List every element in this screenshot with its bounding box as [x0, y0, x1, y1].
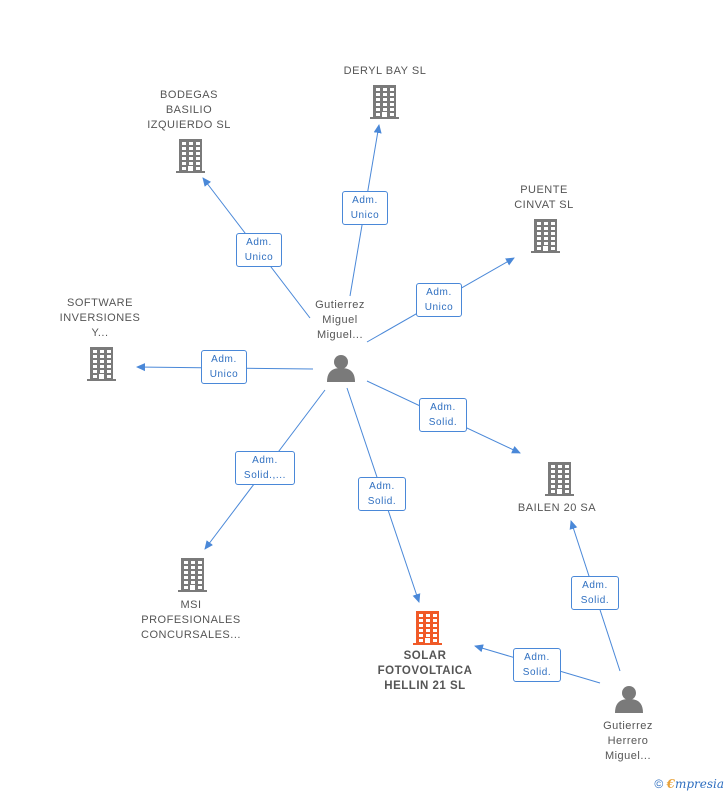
edge-label-line: Adm. — [246, 237, 272, 248]
label-line: SOFTWARE — [67, 297, 133, 309]
node-label-center-person[interactable]: Gutierrez Miguel Miguel... — [290, 298, 390, 343]
label-line: PROFESIONALES — [141, 614, 241, 626]
edge-label-line: Adm. — [352, 195, 378, 206]
edge-label-line: Adm. — [211, 354, 237, 365]
brand-name: mpresia — [674, 777, 724, 791]
edge-label-to-puente[interactable]: Adm. Unico — [416, 283, 462, 317]
label-line: Miguel... — [316, 329, 364, 341]
edge-label-bottom-to-bailen[interactable]: Adm. Solid. — [571, 576, 619, 610]
building-icon-software[interactable] — [87, 347, 116, 381]
edge-label-line: Adm. — [582, 580, 608, 591]
edge-label-line: Unico — [424, 302, 454, 313]
node-label-bodegas[interactable]: BODEGAS BASILIO IZQUIERDO SL — [128, 88, 250, 133]
brand-logo: €mpresia — [667, 777, 724, 791]
node-label-solar[interactable]: SOLAR FOTOVOLTAICA HELLIN 21 SL — [360, 649, 490, 694]
edge-label-to-solar[interactable]: Adm. Solid. — [358, 477, 406, 511]
label-line: BODEGAS — [160, 89, 218, 101]
edge-label-line: Unico — [244, 252, 274, 263]
building-icon-msi[interactable] — [178, 558, 207, 592]
edge-label-line: Adm. — [430, 402, 456, 413]
label-line: CINVAT SL — [514, 199, 574, 211]
label-line: PUENTE — [520, 184, 568, 196]
node-label-bottom-person[interactable]: Gutierrez Herrero Miguel... — [578, 719, 678, 764]
label-line: SOLAR — [403, 650, 447, 662]
node-label-msi[interactable]: MSI PROFESIONALES CONCURSALES... — [130, 598, 252, 643]
node-label-deryl-bay[interactable]: DERYL BAY SL — [322, 64, 448, 79]
label-line: Miguel — [322, 314, 358, 326]
edge-label-to-deryl[interactable]: Adm. Unico — [342, 191, 388, 225]
node-label-software[interactable]: SOFTWARE INVERSIONES Y... — [50, 296, 150, 341]
label-line: INVERSIONES — [59, 312, 141, 324]
copyright-symbol: © — [654, 777, 664, 791]
edge-label-to-bodegas[interactable]: Adm. Unico — [236, 233, 282, 267]
label-line: HELLIN 21 SL — [384, 680, 466, 692]
label-line: FOTOVOLTAICA — [377, 665, 473, 677]
edge-label-bottom-to-solar[interactable]: Adm. Solid. — [513, 648, 561, 682]
node-label-bailen[interactable]: BAILEN 20 SA — [500, 501, 614, 516]
label-line: Y... — [91, 327, 109, 339]
edge-label-to-msi[interactable]: Adm. Solid.,... — [235, 451, 295, 485]
label-line: CONCURSALES... — [141, 629, 241, 641]
building-icon-deryl-bay[interactable] — [370, 85, 399, 119]
person-icon-center[interactable] — [327, 355, 355, 382]
edge-label-line: Adm. — [252, 455, 278, 466]
copyright-notice: © €mpresia — [654, 777, 724, 791]
edge-label-line: Unico — [209, 369, 239, 380]
edge-label-line: Solid. — [367, 496, 397, 507]
edge-label-line: Adm. — [524, 652, 550, 663]
label-line: Miguel... — [604, 750, 652, 762]
edge-label-line: Solid. — [522, 667, 552, 678]
edge-label-line: Adm. — [369, 481, 395, 492]
edge-label-line: Adm. — [426, 287, 452, 298]
person-icon-bottom[interactable] — [615, 686, 643, 713]
edge-label-to-bailen[interactable]: Adm. Solid. — [419, 398, 467, 432]
edge-label-line: Unico — [350, 210, 380, 221]
label-line: DERYL BAY SL — [343, 65, 427, 77]
label-line: IZQUIERDO SL — [147, 119, 231, 131]
label-line: BAILEN 20 SA — [517, 502, 597, 514]
building-icon-bodegas[interactable] — [176, 139, 205, 173]
node-label-puente[interactable]: PUENTE CINVAT SL — [494, 183, 594, 213]
building-icon-bailen[interactable] — [545, 462, 574, 496]
label-line: Herrero — [607, 735, 649, 747]
label-line: MSI — [180, 599, 202, 611]
edge-label-line: Solid. — [428, 417, 458, 428]
label-line: BASILIO — [165, 104, 213, 116]
building-icon-puente[interactable] — [531, 219, 560, 253]
label-line: Gutierrez — [315, 299, 365, 311]
edge-label-line: Solid.,... — [243, 470, 287, 481]
edge-label-to-software[interactable]: Adm. Unico — [201, 350, 247, 384]
building-icon-solar[interactable] — [413, 611, 442, 645]
label-line: Gutierrez — [603, 720, 653, 732]
brand-initial: € — [666, 777, 675, 791]
edge-label-line: Solid. — [580, 595, 610, 606]
